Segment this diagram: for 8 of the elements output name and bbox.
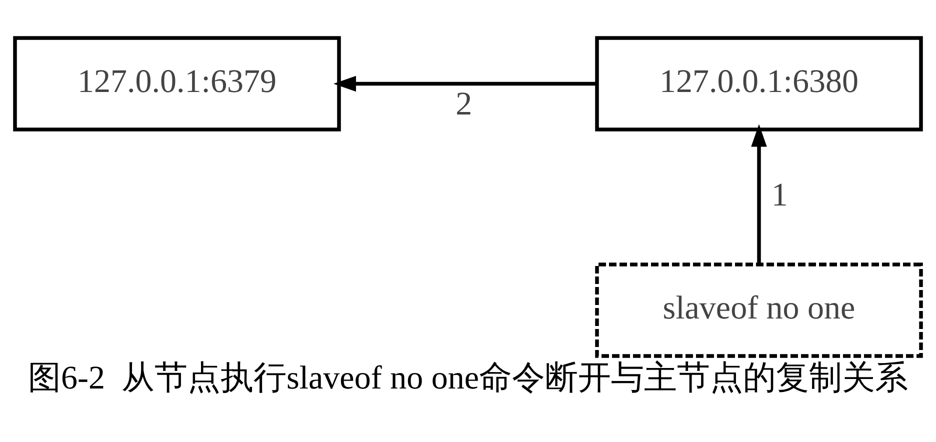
edge-label: 2 (456, 86, 472, 123)
node-box: 127.0.0.1:6380 (595, 36, 923, 132)
node-box: slaveof no one (595, 262, 923, 358)
arrow (333, 76, 597, 92)
caption: 图6-2 从节点执行slaveof no one命令断开与主节点的复制关系 (28, 360, 908, 396)
node-box: 127.0.0.1:6379 (13, 36, 341, 132)
edge-label: 1 (771, 177, 788, 214)
arrow (751, 124, 767, 264)
